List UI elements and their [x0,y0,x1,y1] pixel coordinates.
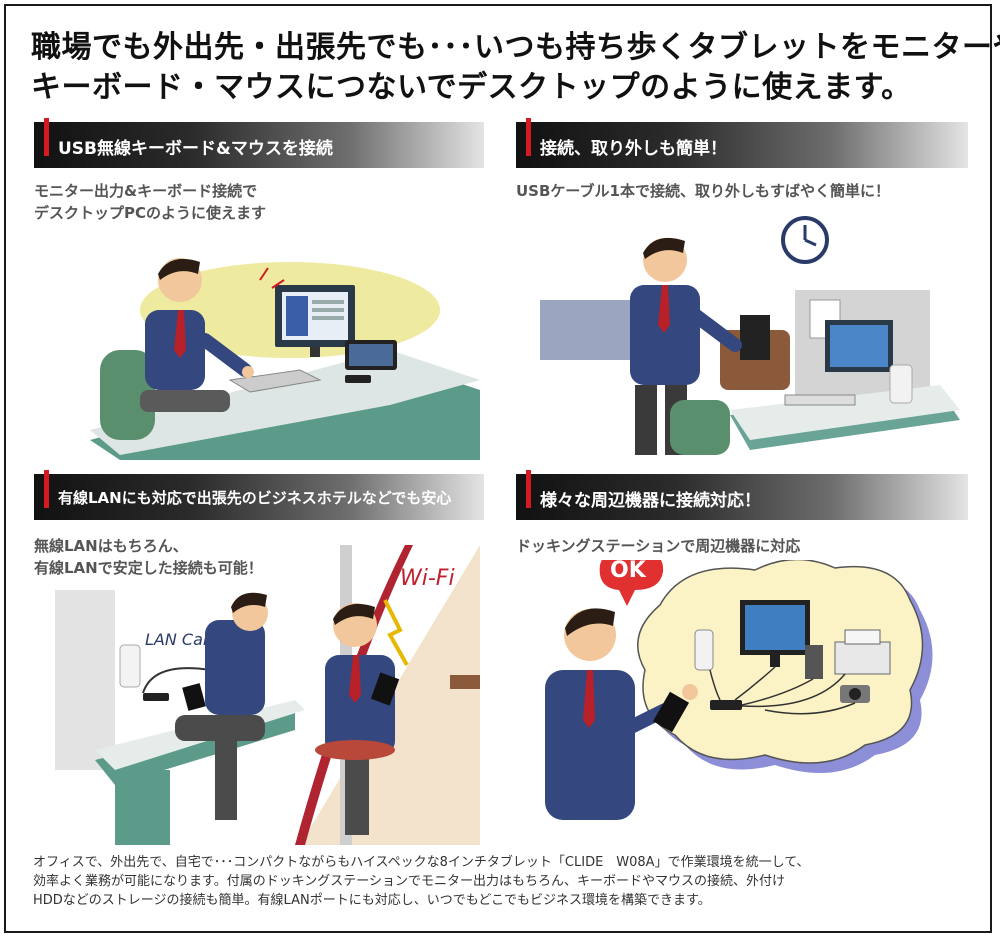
section-bar-easy-connect: 接続、取り外しも簡単！ [516,118,968,168]
section-title: 様々な周辺機器に接続対応！ [540,491,761,511]
accent-marker [44,118,49,156]
page-frame [4,4,992,933]
section-title: USB無線キーボード&マウスを接続 [58,139,333,159]
footer-line-1: オフィスで、外出先で、自宅で･･･コンパクトながらもハイスペックな8インチタブレ… [33,855,810,870]
accent-marker [526,470,531,508]
section-bar-keyboard-mouse: USB無線キーボード&マウスを接続 [34,118,484,168]
accent-marker [526,118,531,156]
headline-line-2: キーボード・マウスにつないでデスクトップのように使えます。 [31,70,912,105]
headline-line-1: 職場でも外出先・出張先でも･･･いつも持ち歩くタブレットをモニターや [31,30,1000,65]
footer-line-3: HDDなどのストレージの接続も簡単。有線LANポートにも対応し、いつでもどこでも… [33,893,711,908]
ok-bubble-label: OK [610,560,647,583]
illustration-office-worker [540,216,960,455]
subtext-line-1: USBケーブル1本で接続、取り外しもすばやく簡単に！ [516,182,890,200]
section-subtext: モニター出力&キーボード接続で デスクトップPCのように使えます [34,180,266,224]
section-subtext: USBケーブル1本で接続、取り外しもすばやく簡単に！ [516,180,890,202]
footer-line-2: 効率よく業務が可能になります。付属のドッキングステーションでモニター出力はもちろ… [33,874,786,889]
illustration-docking-station: OK [545,560,933,820]
subtext-line-2: 有線LANで安定した接続も可能！ [34,559,263,577]
subtext-line-2: デスクトップPCのように使えます [34,204,267,222]
accent-marker [44,470,49,508]
section-bar-wired-lan: 有線LANにも対応で出張先のビジネスホテルなどでも安心 [34,470,484,520]
footer-description: オフィスで、外出先で、自宅で･･･コンパクトながらもハイスペックな8インチタブレ… [33,853,973,910]
headline: 職場でも外出先・出張先でも･･･いつも持ち歩くタブレットをモニターや キーボード… [31,28,1000,108]
illustration-lan-hotel: LAN Cable Wi-Fi [55,545,480,845]
illustration-desk-worker [90,258,480,460]
section-title: 有線LANにも対応で出張先のビジネスホテルなどでも安心 [58,489,452,507]
section-title: 接続、取り外しも簡単！ [540,139,727,159]
subtext-line-1: モニター出力&キーボード接続で [34,182,258,200]
subtext-line-1: 無線LANはもちろん、 [34,537,188,555]
section-subtext: ドッキングステーションで周辺機器に対応 [516,535,800,557]
wifi-label: Wi-Fi [400,566,455,591]
subtext-line-1: ドッキングステーションで周辺機器に対応 [516,537,801,555]
section-bar-peripherals: 様々な周辺機器に接続対応！ [516,470,968,520]
section-subtext: 無線LANはもちろん、 有線LANで安定した接続も可能！ [34,535,263,579]
